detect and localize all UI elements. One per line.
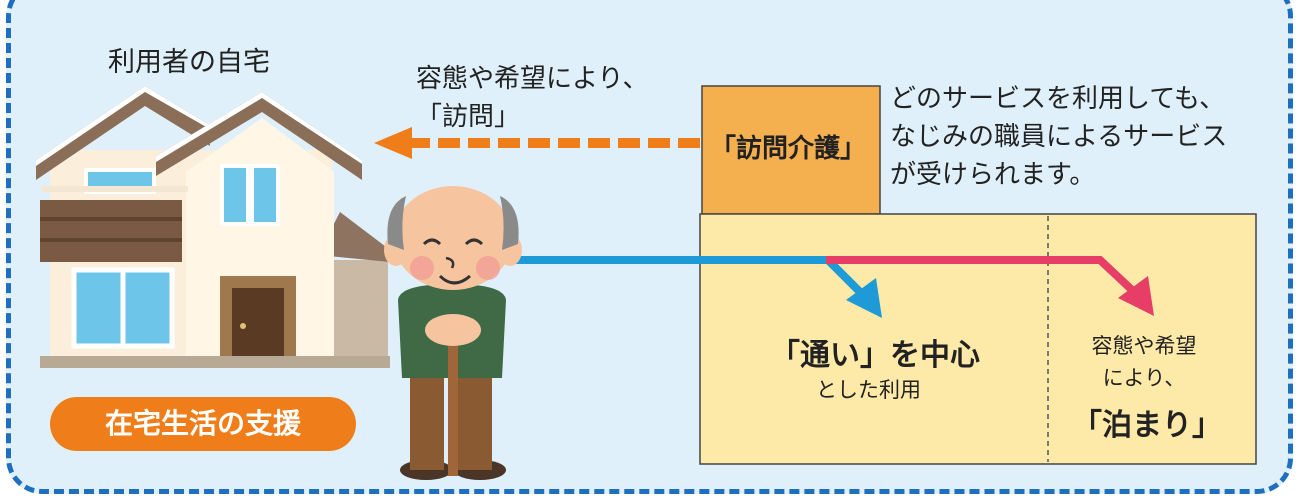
stay-service-title: 「泊まり」 bbox=[1072, 408, 1222, 443]
stay-note-line: 容態や希望 bbox=[1091, 334, 1197, 358]
visit-service-box bbox=[701, 85, 881, 215]
visit-note-line: 容態や希望により、 bbox=[416, 64, 649, 94]
visit-arrow bbox=[374, 127, 700, 159]
visit-note-line: 「訪問」 bbox=[416, 102, 521, 132]
day-service-subtitle: とした利用 bbox=[816, 378, 921, 402]
visit-service-label: 「訪問介護」 bbox=[710, 134, 867, 164]
day-service-title: 「通い」を中心 bbox=[770, 338, 980, 373]
stay-note-line: により、 bbox=[1102, 366, 1186, 390]
visit-note: 容態や希望により、 「訪問」 bbox=[416, 60, 648, 136]
facility-box bbox=[699, 213, 1257, 465]
staff-note: どのサービスを利用しても、 なじみの職員によるサービス が受けられます。 bbox=[890, 80, 1227, 194]
home-support-badge: 在宅生活の支援 bbox=[50, 397, 356, 451]
staff-note-line: が受けられます。 bbox=[890, 160, 1096, 190]
house-illustration bbox=[36, 86, 390, 368]
stay-note: 容態や希望 により、 bbox=[1064, 330, 1224, 394]
staff-note-line: なじみの職員によるサービス bbox=[890, 122, 1228, 152]
staff-note-line: どのサービスを利用しても、 bbox=[890, 84, 1226, 114]
elderly-man-illustration bbox=[384, 186, 522, 480]
stay-service-arrow bbox=[826, 256, 1154, 316]
home-title: 利用者の自宅 bbox=[108, 47, 270, 78]
